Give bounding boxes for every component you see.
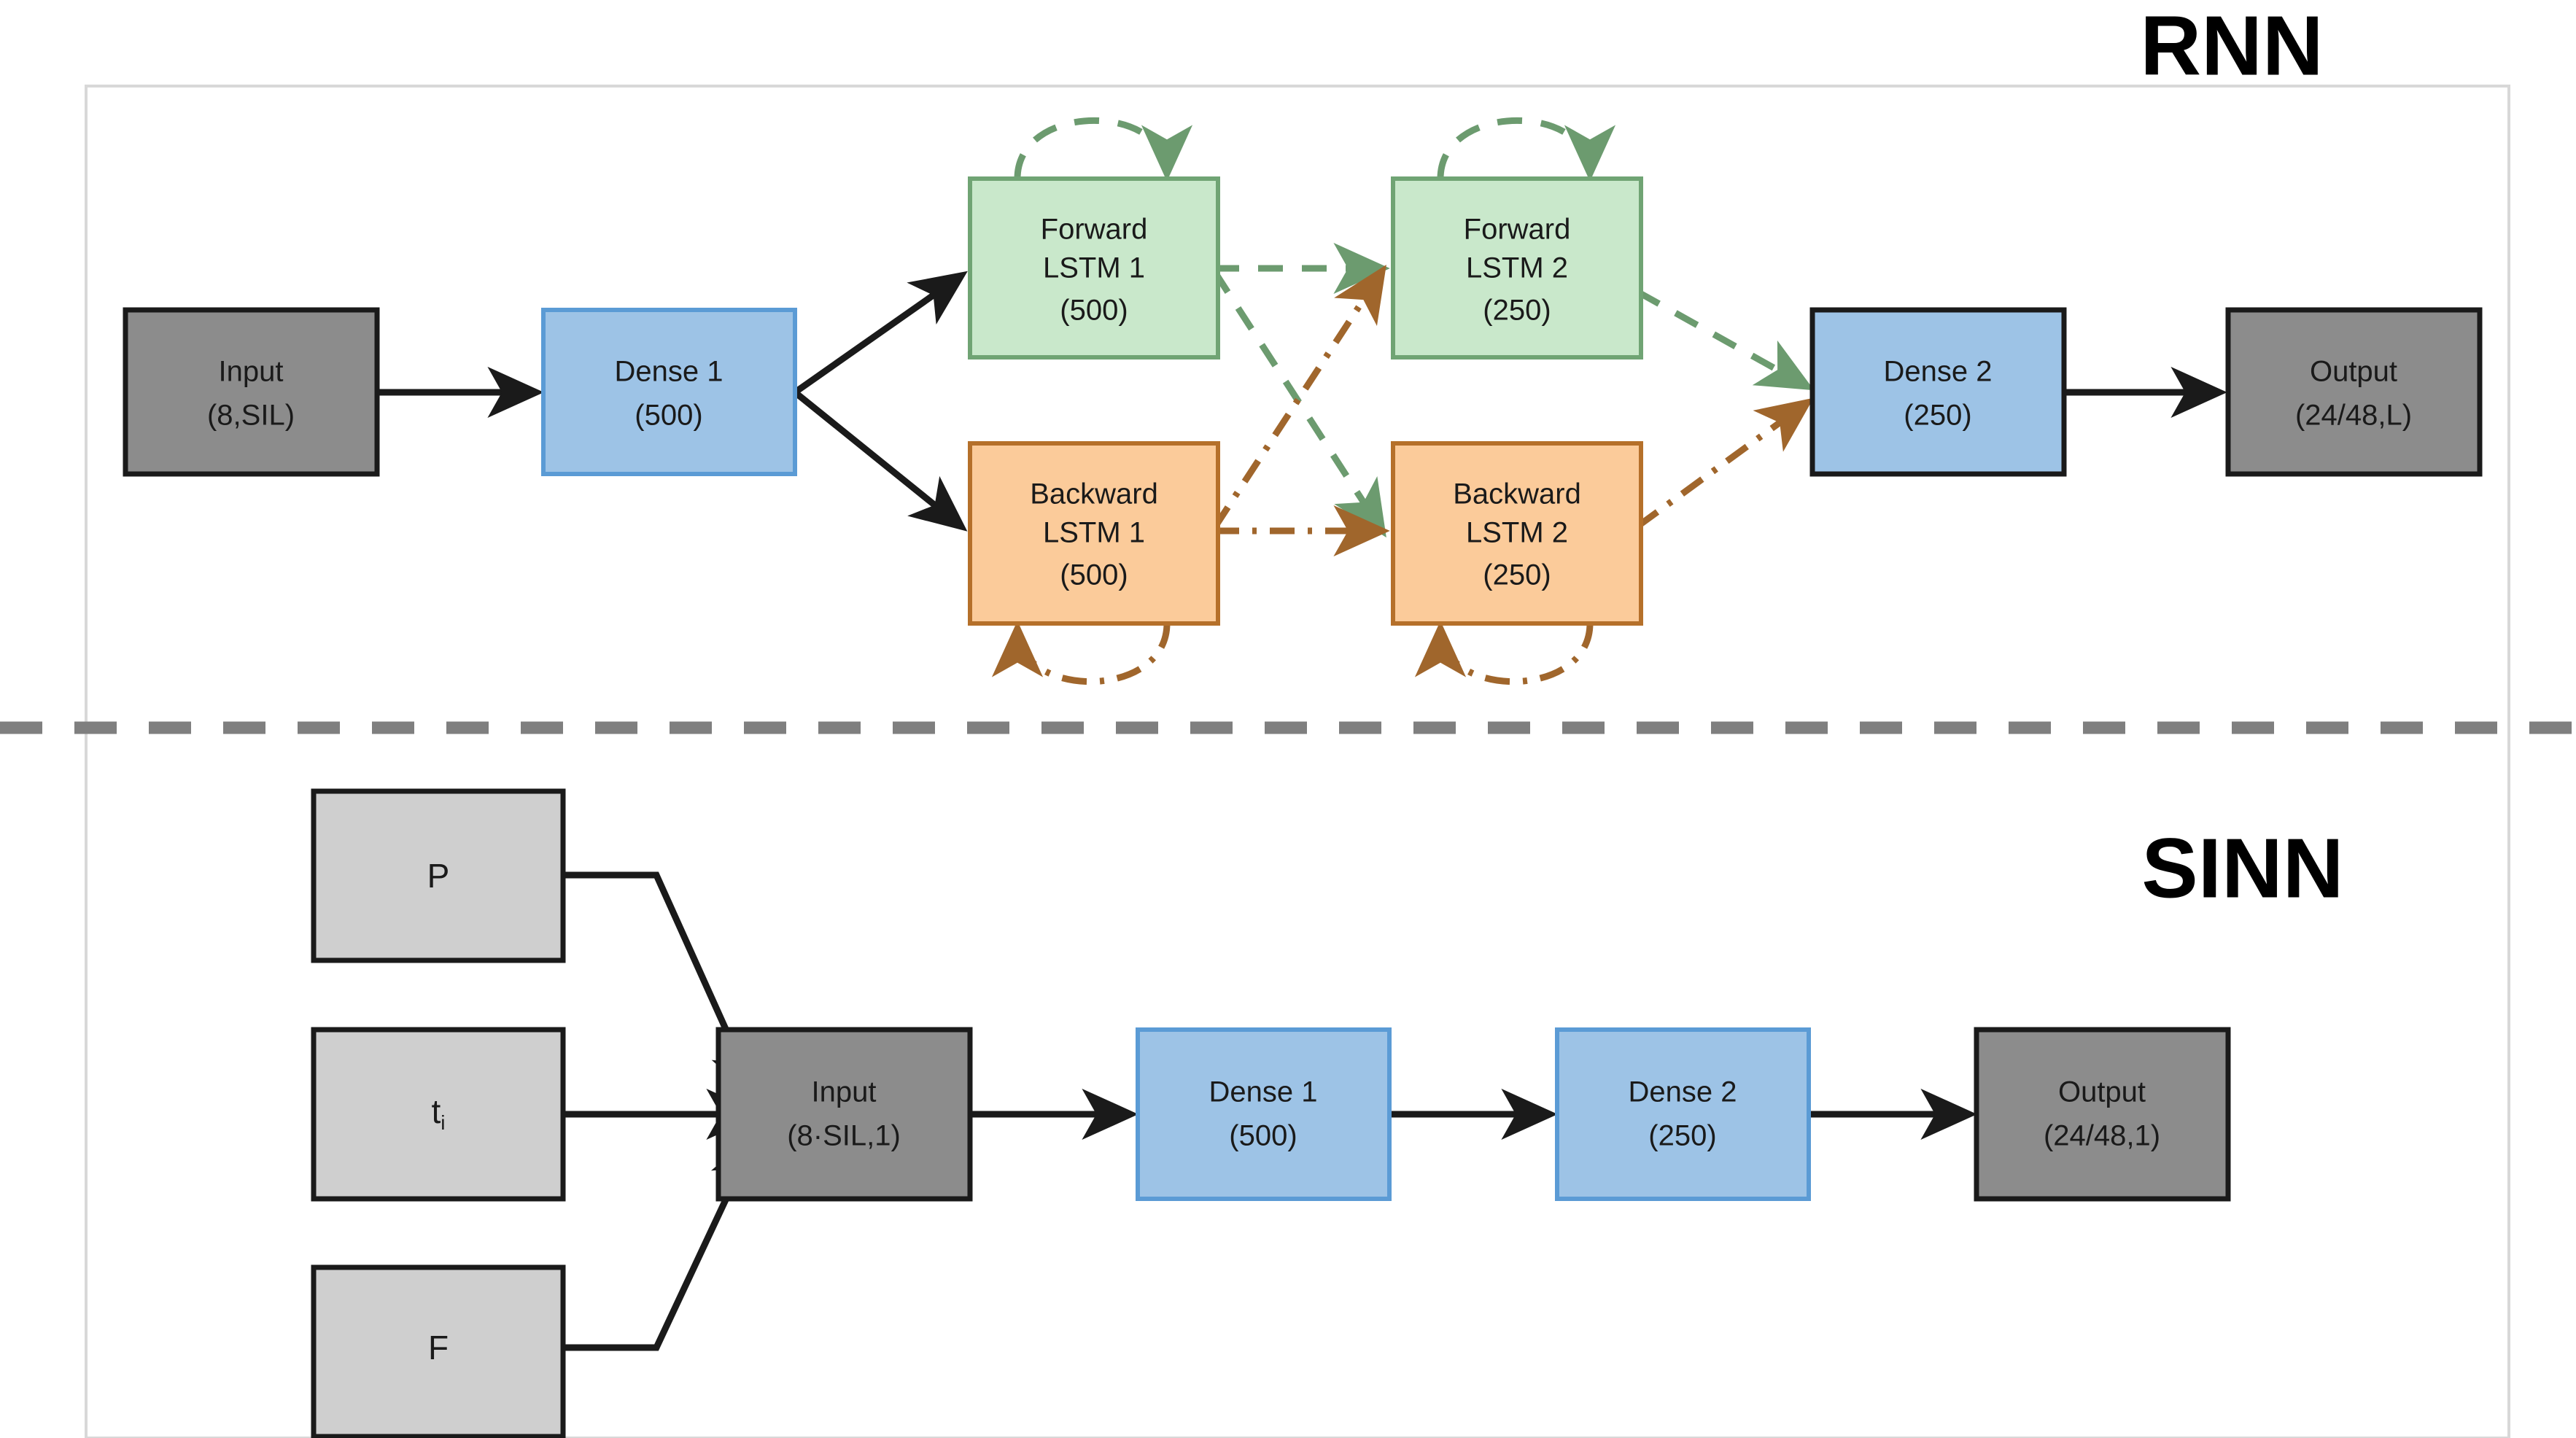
edge-dense1-to-forward-lstm-1	[793, 271, 968, 395]
node-backward-lstm-1-label-line3: (500)	[1060, 559, 1128, 591]
node-backward-lstm-2-label-line2: LSTM 2	[1466, 517, 1568, 549]
node-p[interactable]: P	[311, 788, 566, 963]
node-output-label-line2: (24/48,1)	[2044, 1120, 2160, 1152]
node-dense-1-label-line2: (500)	[1229, 1120, 1297, 1152]
node-backward-lstm-1[interactable]: Backward LSTM 1 (500)	[968, 441, 1220, 626]
node-output-label-line1: Output	[2058, 1076, 2146, 1108]
node-output-label-line1: Output	[2310, 356, 2397, 388]
node-dense-2[interactable]: Dense 2 (250)	[1809, 307, 2067, 477]
node-backward-lstm-1-label-line2: LSTM 1	[1043, 517, 1145, 549]
node-dense-1-label-line1: Dense 1	[615, 356, 723, 388]
node-input-label-line2: (8,SIL)	[207, 400, 295, 432]
edge-dense1-to-backward-lstm-1	[793, 389, 968, 532]
self-loop-backward-lstm-1	[992, 621, 1171, 685]
node-input[interactable]: Input (8·SIL,1)	[715, 1027, 973, 1202]
node-forward-lstm-2-label-line3: (250)	[1483, 295, 1551, 327]
section-title-sinn: SINN	[2141, 821, 2343, 916]
rnn-section: Input (8,SIL) Dense 1 (500) Forward LSTM…	[123, 117, 2483, 685]
node-p-label: P	[427, 857, 450, 895]
sinn-section: P ti F Input (8·SIL,1) Dense 1 (500)	[311, 788, 2231, 1438]
node-backward-lstm-2-label-line1: Backward	[1453, 478, 1581, 510]
edge-f-to-input	[563, 1130, 759, 1351]
node-backward-lstm-1-label-line1: Backward	[1030, 478, 1158, 510]
node-forward-lstm-1-label-line3: (500)	[1060, 295, 1128, 327]
node-forward-lstm-2-label-line1: Forward	[1464, 214, 1571, 246]
node-t-i[interactable]: ti	[311, 1027, 566, 1202]
node-forward-lstm-1-label-line1: Forward	[1041, 214, 1148, 246]
node-f-label: F	[428, 1329, 449, 1367]
node-t-i-label-base: t	[431, 1092, 441, 1130]
node-dense-1[interactable]: Dense 1 (500)	[1136, 1027, 1392, 1201]
node-backward-lstm-2[interactable]: Backward LSTM 2 (250)	[1391, 441, 1643, 626]
node-f[interactable]: F	[311, 1264, 566, 1438]
node-dense-1-label-line1: Dense 1	[1209, 1076, 1318, 1108]
self-loop-forward-lstm-2	[1437, 117, 1615, 182]
node-t-i-label: ti	[431, 1092, 445, 1134]
edge-forward-lstm-2-to-dense2	[1635, 289, 1815, 391]
node-input-label-line1: Input	[219, 356, 284, 388]
node-dense-2-label-line2: (250)	[1904, 400, 1971, 432]
edge-p-to-input	[563, 871, 759, 1101]
node-dense-2-label-line1: Dense 2	[1629, 1076, 1737, 1108]
node-dense-2-label-line2: (250)	[1648, 1120, 1716, 1152]
node-output-label-line2: (24/48,L)	[2295, 400, 2412, 432]
node-backward-lstm-2-label-line3: (250)	[1483, 559, 1551, 591]
node-input-label-line1: Input	[812, 1076, 877, 1108]
edge-backward-lstm-2-to-dense2	[1635, 397, 1814, 529]
node-output[interactable]: Output (24/48,1)	[1974, 1027, 2231, 1202]
node-input-label-line2: (8·SIL,1)	[787, 1120, 901, 1152]
node-forward-lstm-2[interactable]: Forward LSTM 2 (250)	[1391, 176, 1643, 360]
node-forward-lstm-2-label-line2: LSTM 2	[1466, 252, 1568, 284]
node-dense-1-label-line2: (500)	[635, 400, 702, 432]
node-output[interactable]: Output (24/48,L)	[2225, 307, 2483, 477]
node-input[interactable]: Input (8,SIL)	[123, 307, 380, 477]
node-dense-2[interactable]: Dense 2 (250)	[1555, 1027, 1811, 1201]
node-forward-lstm-1[interactable]: Forward LSTM 1 (500)	[968, 176, 1220, 360]
figure-frame	[85, 85, 2510, 1438]
section-title-rnn: RNN	[2140, 0, 2323, 93]
node-dense-1[interactable]: Dense 1 (500)	[541, 308, 797, 476]
node-forward-lstm-1-label-line2: LSTM 1	[1043, 252, 1145, 284]
node-t-i-label-subscript: i	[441, 1111, 445, 1134]
node-dense-2-label-line1: Dense 2	[1884, 356, 1993, 388]
self-loop-backward-lstm-2	[1415, 621, 1594, 685]
self-loop-forward-lstm-1	[1014, 117, 1192, 182]
